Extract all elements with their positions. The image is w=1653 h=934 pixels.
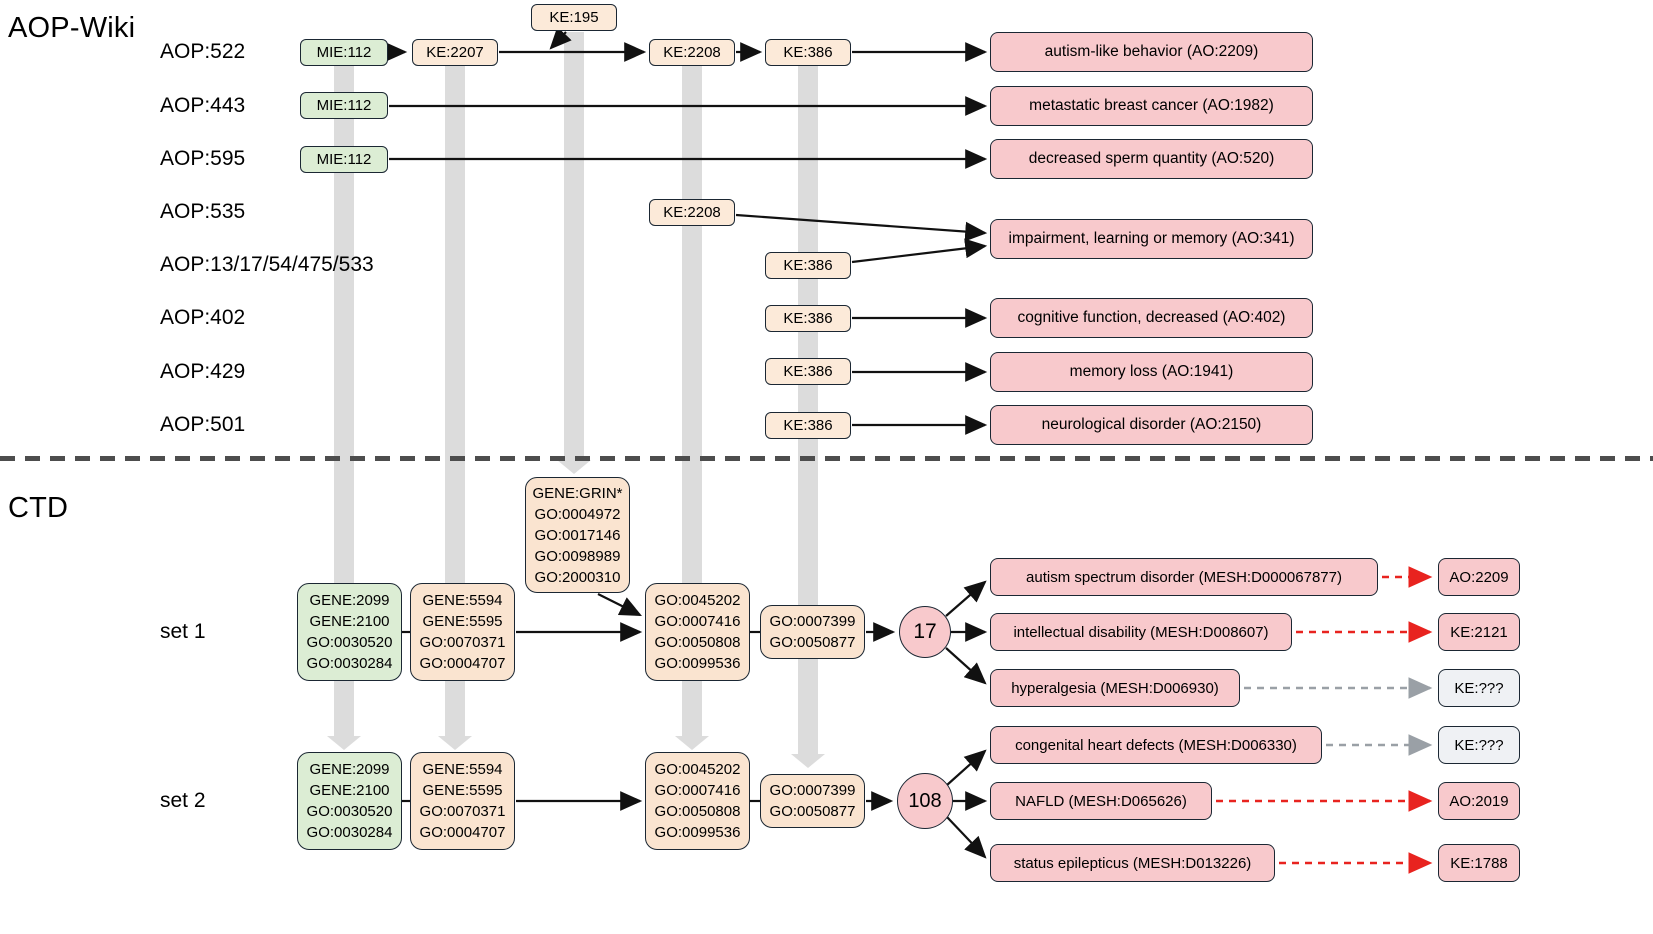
band-ke2208-column: [682, 66, 702, 736]
ao-box: impairment, learning or memory (AO:341): [990, 219, 1313, 259]
arrow-count108-to-status: [946, 816, 987, 859]
ao-box: cognitive function, decreased (AO:402): [990, 298, 1313, 338]
target-box: KE:2121: [1438, 613, 1520, 651]
ao-box: neurological disorder (AO:2150): [990, 405, 1313, 445]
band-ke195-column: [564, 32, 584, 460]
target-box: AO:2209: [1438, 558, 1520, 596]
ctd-title: CTD: [8, 492, 69, 524]
set1-go-a-box: GO:0045202 GO:0007416 GO:0050808 GO:0099…: [645, 583, 750, 681]
mie-node: MIE:112: [300, 39, 388, 66]
disease-box: hyperalgesia (MESH:D006930): [990, 669, 1240, 707]
set1-genes-a-box: GENE:2099 GENE:2100 GO:0030520 GO:003028…: [297, 583, 402, 681]
set2-go-b-box: GO:0007399 GO:0050877: [760, 774, 865, 828]
arrow-ke2208-to-ao341: [735, 213, 988, 242]
ao-box: metastatic breast cancer (AO:1982): [990, 86, 1313, 126]
aop-row-label: AOP:429: [160, 360, 246, 383]
ke-node: KE:2207: [412, 39, 498, 66]
aop-wiki-title: AOP-Wiki: [8, 12, 136, 44]
disease-box: autism spectrum disorder (MESH:D00006787…: [990, 558, 1378, 596]
target-box: KE:1788: [1438, 844, 1520, 882]
ke-node: KE:386: [765, 412, 851, 439]
arrow-count17-to-hyperalgesia: [945, 647, 987, 685]
grin-gene-go-box: GENE:GRIN* GO:0004972 GO:0017146 GO:0098…: [525, 477, 630, 593]
set2-count-circle: 108: [897, 773, 953, 829]
target-box: KE:???: [1438, 726, 1520, 764]
aop-row-label: AOP:13/17/54/475/533: [160, 253, 374, 276]
aop-row-label: AOP:443: [160, 94, 246, 117]
aop-row-label: AOP:402: [160, 306, 246, 329]
ao-box: memory loss (AO:1941): [990, 352, 1313, 392]
target-box: KE:???: [1438, 669, 1520, 707]
disease-box: NAFLD (MESH:D065626): [990, 782, 1212, 820]
set2-genes-b-box: GENE:5594 GENE:5595 GO:0070371 GO:000470…: [410, 752, 515, 850]
arrow-grin-to-goA: [597, 593, 642, 616]
ke-node: KE:386: [765, 358, 851, 385]
ke-node: KE:386: [765, 252, 851, 279]
set1-genes-b-box: GENE:5594 GENE:5595 GO:0070371 GO:000470…: [410, 583, 515, 681]
disease-box: status epilepticus (MESH:D013226): [990, 844, 1275, 882]
ao-box: autism-like behavior (AO:2209): [990, 32, 1313, 72]
arrow-count17-to-autism: [945, 580, 987, 617]
set1-go-b-box: GO:0007399 GO:0050877: [760, 605, 865, 659]
set-label: set 1: [160, 620, 206, 643]
disease-box: intellectual disability (MESH:D008607): [990, 613, 1292, 651]
set2-go-a-box: GO:0045202 GO:0007416 GO:0050808 GO:0099…: [645, 752, 750, 850]
ke-node: KE:386: [765, 305, 851, 332]
target-box: AO:2019: [1438, 782, 1520, 820]
arrow-count108-to-congenital: [946, 749, 987, 786]
aop-row-label: AOP:501: [160, 413, 246, 436]
disease-box: congenital heart defects (MESH:D006330): [990, 726, 1322, 764]
section-divider: [0, 456, 1653, 461]
ke-node-ke195: KE:195: [531, 4, 617, 31]
set-label: set 2: [160, 789, 206, 812]
band-mie112-column: [334, 66, 354, 736]
set2-genes-a-box: GENE:2099 GENE:2100 GO:0030520 GO:003028…: [297, 752, 402, 850]
mie-node: MIE:112: [300, 92, 388, 119]
aop-row-label: AOP:522: [160, 40, 246, 63]
band-ke2207-column: [445, 66, 465, 736]
mie-node: MIE:112: [300, 146, 388, 173]
band-ke386-column: [798, 66, 818, 754]
aop-row-label: AOP:535: [160, 200, 246, 223]
arrow-ke386-to-ao341: [851, 238, 988, 264]
set1-count-circle: 17: [899, 606, 951, 658]
aop-row-label: AOP:595: [160, 147, 246, 170]
ke-node: KE:2208: [649, 199, 735, 226]
ao-box: decreased sperm quantity (AO:520): [990, 139, 1313, 179]
ke-node: KE:2208: [649, 39, 735, 66]
ke-node: KE:386: [765, 39, 851, 66]
